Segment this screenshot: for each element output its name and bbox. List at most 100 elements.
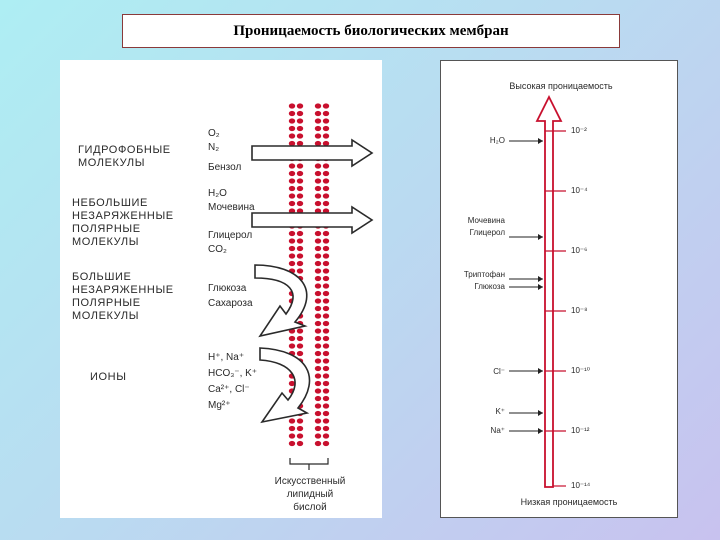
group-label: БОЛЬШИЕ xyxy=(72,271,132,283)
lipid-head xyxy=(314,193,322,199)
lipid-head xyxy=(288,125,296,132)
lipid-head xyxy=(314,283,322,289)
marker-potassium: K⁺ xyxy=(495,407,543,416)
lipid-head xyxy=(314,253,322,259)
high-permeability-label: Высокая проницаемость xyxy=(509,81,612,91)
lipid-head xyxy=(314,440,322,447)
svg-text:Cl⁻: Cl⁻ xyxy=(493,367,505,376)
lipid-head xyxy=(288,110,296,117)
lipid-head xyxy=(288,185,296,192)
tick-label: 10⁻⁴ xyxy=(571,186,588,195)
svg-text:Глицерол: Глицерол xyxy=(470,228,506,237)
lipid-head xyxy=(322,403,330,409)
lipid-head xyxy=(322,380,330,387)
lipid-head xyxy=(296,238,304,244)
group-label: ПОЛЯРНЫЕ xyxy=(72,297,141,309)
lipid-head xyxy=(314,320,322,327)
tick: 10⁻⁴ xyxy=(545,186,588,195)
lipid-head xyxy=(288,425,296,432)
membrane-diagram: ГИДРОФОБНЫЕ МОЛЕКУЛЫ НЕБОЛЬШИЕ НЕЗАРЯЖЕН… xyxy=(72,103,374,513)
slide-title: Проницаемость биологических мембран xyxy=(233,22,509,39)
lipid-head xyxy=(322,260,330,267)
lipid-head xyxy=(288,433,296,439)
lipid-head xyxy=(322,410,330,417)
lipid-head xyxy=(288,163,296,169)
molecule-item: Бензол xyxy=(208,162,241,173)
svg-text:K⁺: K⁺ xyxy=(495,407,505,416)
lipid-head xyxy=(314,133,322,139)
molecule-item: HCO₃⁻, K⁺ xyxy=(208,368,257,379)
lipid-head xyxy=(288,260,296,267)
lipid-head xyxy=(296,343,304,349)
lipid-head xyxy=(296,245,304,252)
lipid-head xyxy=(314,125,322,132)
lipid-bilayer xyxy=(288,103,330,447)
lipid-head xyxy=(296,260,304,267)
permeability-scale: Высокая проницаемость 10⁻² 10⁻⁴ 10⁻⁶ 10⁻… xyxy=(464,81,618,507)
lipid-head xyxy=(296,163,304,169)
lipid-head xyxy=(314,328,322,334)
lipid-head xyxy=(288,418,296,424)
lipid-head xyxy=(288,440,296,447)
molecule-item: Мочевина xyxy=(208,202,255,213)
lipid-head xyxy=(322,140,330,147)
lipid-head xyxy=(288,133,296,139)
lipid-head xyxy=(296,268,304,274)
lipid-head xyxy=(296,335,304,342)
lipid-head xyxy=(322,268,330,274)
bilayer-caption: Искусственный xyxy=(275,476,346,487)
lipid-head xyxy=(322,125,330,132)
lipid-head xyxy=(314,403,322,409)
lipid-head xyxy=(314,335,322,342)
lipid-head xyxy=(322,185,330,192)
svg-text:Глюкоза: Глюкоза xyxy=(474,282,505,291)
lipid-head xyxy=(296,185,304,192)
title-box: Проницаемость биологических мембран xyxy=(122,14,620,48)
marker-tryptophan-glucose: Триптофан Глюкоза xyxy=(464,270,543,291)
lipid-head xyxy=(288,230,296,237)
lipid-head xyxy=(314,178,322,184)
lipid-head xyxy=(314,275,322,282)
lipid-head xyxy=(322,170,330,177)
lipid-head xyxy=(322,253,330,259)
lipid-head xyxy=(314,313,322,319)
lipid-head xyxy=(322,395,330,402)
bounce-arrow-ions xyxy=(259,347,311,424)
lipid-head xyxy=(322,110,330,117)
bilayer-caption: бислой xyxy=(293,501,326,513)
lipid-head xyxy=(296,425,304,432)
lipid-head xyxy=(288,253,296,259)
lipid-head xyxy=(296,418,304,424)
group-label: НЕЗАРЯЖЕННЫЕ xyxy=(72,284,174,296)
lipid-head xyxy=(296,328,304,334)
lipid-head xyxy=(288,118,296,124)
lipid-head xyxy=(322,118,330,124)
lipid-head xyxy=(288,178,296,184)
molecule-item: N₂ xyxy=(208,142,219,153)
lipid-head xyxy=(288,343,296,349)
lipid-head xyxy=(314,373,322,379)
lipid-head xyxy=(322,373,330,379)
lipid-head xyxy=(314,358,322,364)
molecule-item: Сахароза xyxy=(208,298,253,309)
lipid-head xyxy=(322,275,330,282)
lipid-head xyxy=(296,125,304,132)
molecule-item: O₂ xyxy=(208,128,220,139)
group-label: ГИДРОФОБНЫЕ xyxy=(78,144,171,156)
bilayer-caption: липидный xyxy=(287,489,334,500)
lipid-head xyxy=(322,328,330,334)
lipid-head xyxy=(288,103,296,109)
lipid-head xyxy=(314,238,322,244)
molecule-item: Глюкоза xyxy=(208,283,247,294)
lipid-head xyxy=(296,110,304,117)
lipid-head xyxy=(296,193,304,199)
group-label: МОЛЕКУЛЫ xyxy=(72,236,139,248)
pass-arrow-hydrophobic xyxy=(251,138,374,168)
marker-chloride: Cl⁻ xyxy=(493,367,543,376)
lipid-head xyxy=(322,433,330,439)
molecule-item: Mg²⁺ xyxy=(208,400,231,411)
lipid-head xyxy=(322,320,330,327)
lipid-head xyxy=(322,350,330,357)
marker-urea-glycerol: Мочевина Глицерол xyxy=(468,216,543,240)
svg-text:Мочевина: Мочевина xyxy=(468,216,506,225)
